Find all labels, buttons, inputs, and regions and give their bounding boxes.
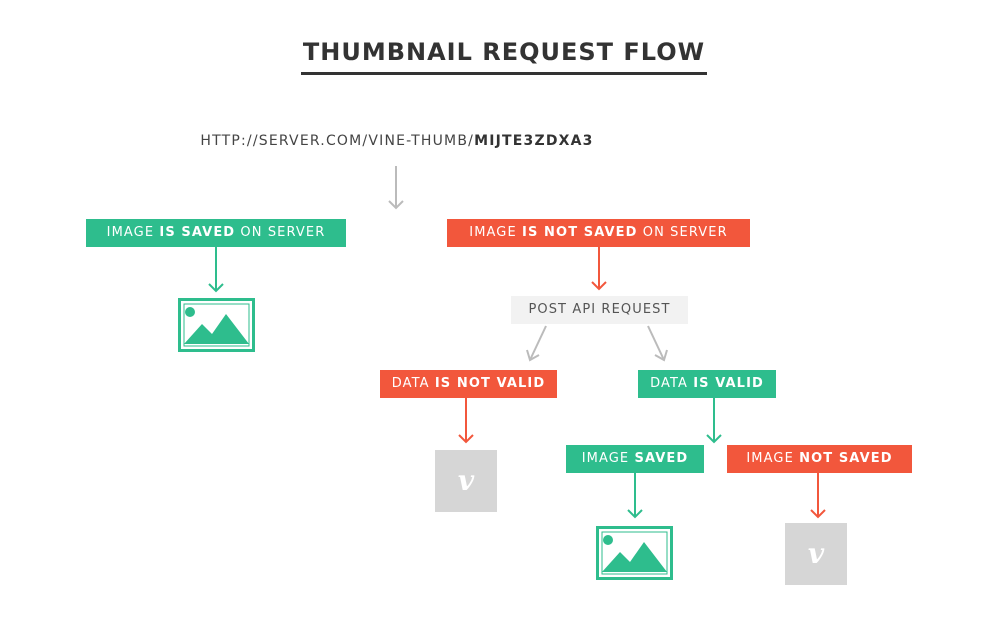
arrow-image-not-saved-to-placeholder <box>810 473 826 519</box>
node-text: ON SERVER <box>235 225 326 240</box>
node-text: DATA <box>650 376 694 391</box>
node-data-valid: DATA IS VALID <box>638 370 776 398</box>
node-text: IMAGE <box>746 451 800 466</box>
node-image-saved-on-server: IMAGE IS SAVED ON SERVER <box>86 219 346 247</box>
arrow-not-saved-to-post <box>591 247 607 291</box>
node-text: DATA <box>391 376 435 391</box>
arrow-image-saved-to-image <box>627 473 643 519</box>
arrow-url-down <box>388 166 404 210</box>
vine-placeholder-icon: v <box>785 523 847 585</box>
node-text-strong: IS VALID <box>693 376 764 391</box>
title-text: THUMBNAIL REQUEST FLOW <box>300 38 708 75</box>
node-text-strong: IS NOT VALID <box>434 376 546 391</box>
node-text-strong: NOT SAVED <box>799 451 893 466</box>
svg-text:v: v <box>458 464 475 497</box>
url-prefix: HTTP://SERVER.COM/VINE-THUMB/ <box>200 133 475 149</box>
node-text: ON SERVER <box>637 225 728 240</box>
arrow-post-to-not-valid <box>526 325 547 362</box>
node-post-api-request: POST API REQUEST <box>511 296 688 324</box>
node-text-strong: IS NOT SAVED <box>522 225 638 240</box>
node-image-saved: IMAGE SAVED <box>566 445 704 473</box>
image-icon <box>178 298 255 352</box>
vine-placeholder-icon: v <box>435 450 497 512</box>
node-text-strong: SAVED <box>634 451 689 466</box>
node-data-not-valid: DATA IS NOT VALID <box>380 370 557 398</box>
node-text: IMAGE <box>581 451 635 466</box>
node-text: IMAGE <box>469 225 523 240</box>
node-text: IMAGE <box>106 225 160 240</box>
url-id: MIJTE3ZDXA3 <box>474 133 594 149</box>
node-text: POST API REQUEST <box>528 302 671 317</box>
arrow-not-valid-to-placeholder <box>458 398 474 444</box>
arrow-valid-to-image-saved <box>706 398 722 444</box>
request-url: HTTP://SERVER.COM/VINE-THUMB/MIJTE3ZDXA3 <box>0 133 794 149</box>
svg-text:v: v <box>808 537 825 570</box>
diagram-title: THUMBNAIL REQUEST FLOW <box>0 38 1008 75</box>
node-text-strong: IS SAVED <box>159 225 236 240</box>
arrow-post-to-valid <box>647 325 668 362</box>
node-image-not-saved-on-server: IMAGE IS NOT SAVED ON SERVER <box>447 219 750 247</box>
image-icon <box>596 526 673 580</box>
arrow-saved-to-image <box>208 247 224 293</box>
node-image-not-saved: IMAGE NOT SAVED <box>727 445 912 473</box>
